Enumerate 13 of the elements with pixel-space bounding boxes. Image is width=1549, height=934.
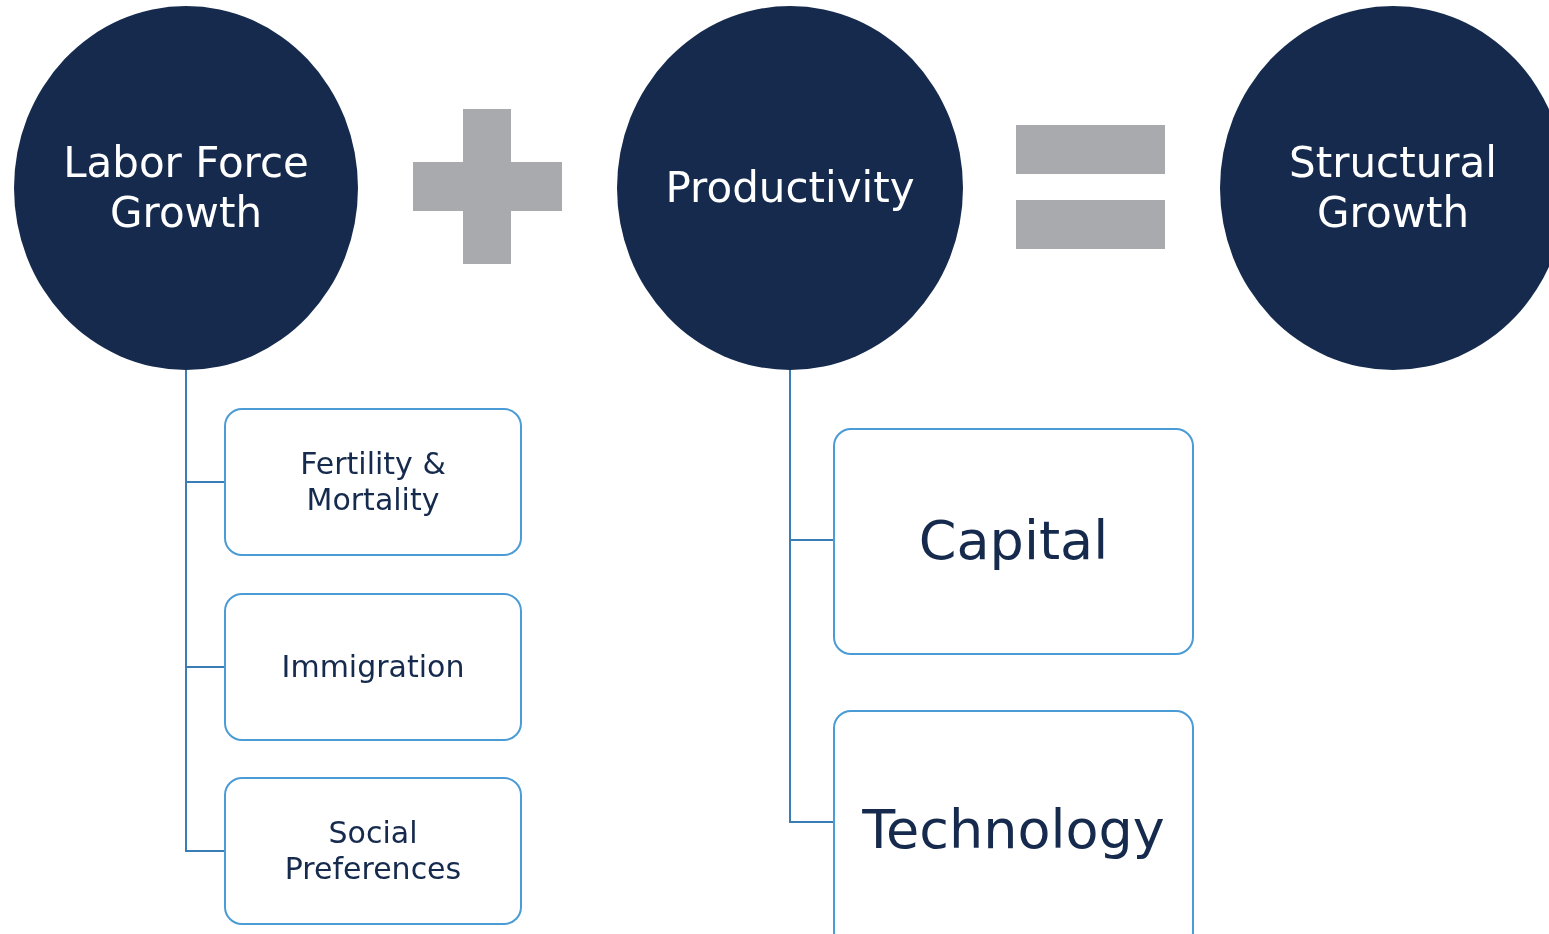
node-label: Labor Force Growth: [62, 137, 310, 239]
node-label: Productivity: [665, 162, 915, 214]
rounded-box: [224, 408, 522, 556]
node-label: Technology: [862, 797, 1165, 863]
rounded-box: [224, 593, 522, 741]
node-label: Social Preferences: [283, 815, 463, 887]
node-label: Fertility & Mortality: [299, 446, 447, 518]
node-label: Capital: [918, 509, 1109, 574]
rounded-box: [224, 777, 522, 925]
node-label: Structural Growth: [1288, 137, 1498, 239]
node-label: Immigration: [281, 649, 465, 685]
rounded-box: [833, 710, 1194, 934]
rounded-box: [833, 428, 1194, 655]
